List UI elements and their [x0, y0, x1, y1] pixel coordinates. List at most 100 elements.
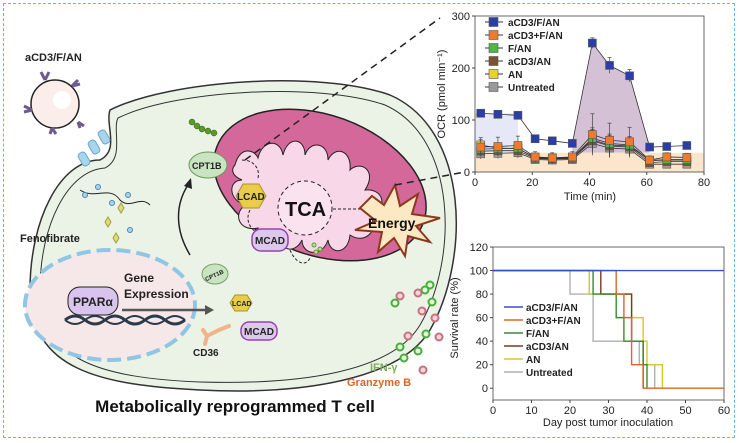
ocr-point-aCD3+F/AN	[530, 152, 540, 162]
survival-ytick-label: 60	[476, 313, 488, 325]
survival-legend-label: aCD3/AN	[526, 342, 569, 353]
antibody-icons	[23, 71, 85, 135]
mcad-label: MCAD	[255, 236, 285, 247]
energy-burst	[354, 182, 441, 259]
survival-legend-label: Untreated	[526, 368, 573, 379]
survival-xtick-label: 30	[602, 405, 614, 417]
arrowhead	[205, 305, 214, 315]
ppara-label: PPARα	[73, 295, 113, 309]
illustration-caption: Metabolically reprogrammed T cell	[95, 397, 375, 416]
cd36-icon	[201, 324, 231, 346]
zoom-line-top	[244, 17, 441, 161]
ocr-xtick-label: 40	[583, 177, 595, 189]
ocr-point-aCD3/F/AN	[645, 142, 654, 152]
panel-frame	[3, 3, 735, 438]
fatty-acid-chain-icon	[188, 118, 218, 137]
ocr-point-aCD3+F/AN	[493, 142, 503, 151]
granzyme-b-particles	[395, 288, 444, 375]
cpt1b-mito	[188, 151, 228, 179]
t-cell-membrane-inner	[39, 91, 446, 383]
survival-ytick-label: 40	[476, 336, 488, 348]
ocr-point-aCD3+F/AN	[476, 142, 486, 152]
ocr-legend-swatch	[488, 30, 499, 40]
ocr-point-aCD3/F/AN	[476, 108, 486, 118]
ocr-xtick-label: 60	[641, 177, 653, 189]
survival-xtick-label: 0	[490, 405, 496, 417]
survival-ytick-label: 120	[470, 242, 488, 254]
survival-legend-label: AN	[526, 355, 540, 366]
survival-xtick-label: 60	[718, 405, 730, 417]
ocr-legend-swatch	[488, 82, 499, 92]
ocr-legend-label: aCD3+F/AN	[508, 31, 563, 42]
ifn-gamma-label: IFN-γ	[370, 362, 398, 374]
cpt1b-small	[201, 263, 229, 285]
ocr-legend-swatch	[488, 69, 499, 79]
cd36-label: CD36	[193, 348, 219, 359]
lcad-small-label: LCAD	[232, 301, 251, 308]
ocr-point-aCD3+F/AN	[605, 135, 614, 145]
mcad-mito	[251, 228, 289, 252]
ppara-receptor	[67, 286, 119, 316]
ocr-point-aCD3/F/AN	[605, 61, 614, 70]
upward-arrowhead	[184, 178, 192, 189]
ocr-legend-swatch	[488, 43, 499, 53]
ocr-point-aCD3+F/AN	[588, 130, 597, 139]
ocr-point-aCD3/F/AN	[625, 71, 634, 81]
green-dots	[311, 242, 323, 255]
particle-label: aCD3/F/AN	[25, 52, 82, 64]
cpt1b-label: CPT1B	[192, 161, 222, 171]
ocr-legend-label: AN	[508, 70, 522, 81]
ocr-legend-label: F/AN	[508, 44, 531, 55]
survival-xlabel: Day post tumor inoculation	[543, 417, 673, 429]
ifn-gamma-particles	[390, 280, 437, 363]
ocr-shaded-peak	[572, 43, 650, 153]
ocr-series-group	[476, 37, 692, 169]
expression-label: Expression	[124, 287, 189, 301]
ocr-xtick-label: 0	[472, 177, 478, 189]
survival-legend-label: aCD3/F/AN	[526, 303, 578, 314]
ocr-point-aCD3+F/AN	[662, 152, 672, 162]
ocr-legend-swatch	[488, 17, 499, 27]
tca-label: TCA	[285, 199, 326, 221]
ocr-point-aCD3+F/AN	[645, 155, 654, 165]
survival-line-aCD3+F/AN	[493, 269, 724, 389]
ocr-point-aCD3/F/AN	[568, 139, 577, 148]
survival-legend-label: aCD3+F/AN	[526, 316, 581, 327]
ocr-point-aCD3/F/AN	[530, 134, 540, 144]
tca-cycle	[277, 180, 333, 236]
gene-label: Gene	[124, 271, 154, 285]
survival-plot-border	[492, 246, 725, 401]
survival-ytick-label: 100	[470, 266, 488, 278]
fenofibrate-label: Fenofibrate	[20, 233, 80, 245]
ocr-xtick-label: 80	[698, 177, 710, 189]
ocr-point-aCD3+F/AN	[625, 137, 634, 147]
ocr-point-aCD3/F/AN	[682, 141, 692, 150]
ocr-point-aCD3/F/AN	[662, 142, 672, 151]
ocr-point-aCD3+F/AN	[513, 141, 523, 150]
lcad-small	[229, 294, 253, 312]
ocr-xtick-label: 20	[526, 177, 538, 189]
survival-xtick-label: 50	[679, 405, 691, 417]
ocr-ytick-label: 300	[452, 11, 470, 23]
tcr-receptor-icons	[77, 129, 111, 167]
ocr-point-aCD3/F/AN	[493, 109, 503, 119]
dna-helix-strand	[64, 315, 186, 325]
ocr-legend-label: Untreated	[508, 83, 555, 94]
ocr-ytick-label: 100	[452, 115, 470, 127]
ocr-ylabel: OCR (pmol min⁻¹)	[436, 50, 448, 139]
ocr-point-aCD3+F/AN	[568, 152, 577, 162]
ocr-xlabel: Time (min)	[564, 191, 616, 203]
nanoparticle-highlight	[53, 91, 71, 109]
survival-ytick-label: 0	[482, 383, 488, 395]
ocr-legend-swatch	[488, 56, 499, 66]
lcad-label: LCAD	[237, 192, 265, 203]
beta-oxidation-path	[241, 159, 311, 264]
ocr-point-aCD3/F/AN	[513, 111, 523, 120]
